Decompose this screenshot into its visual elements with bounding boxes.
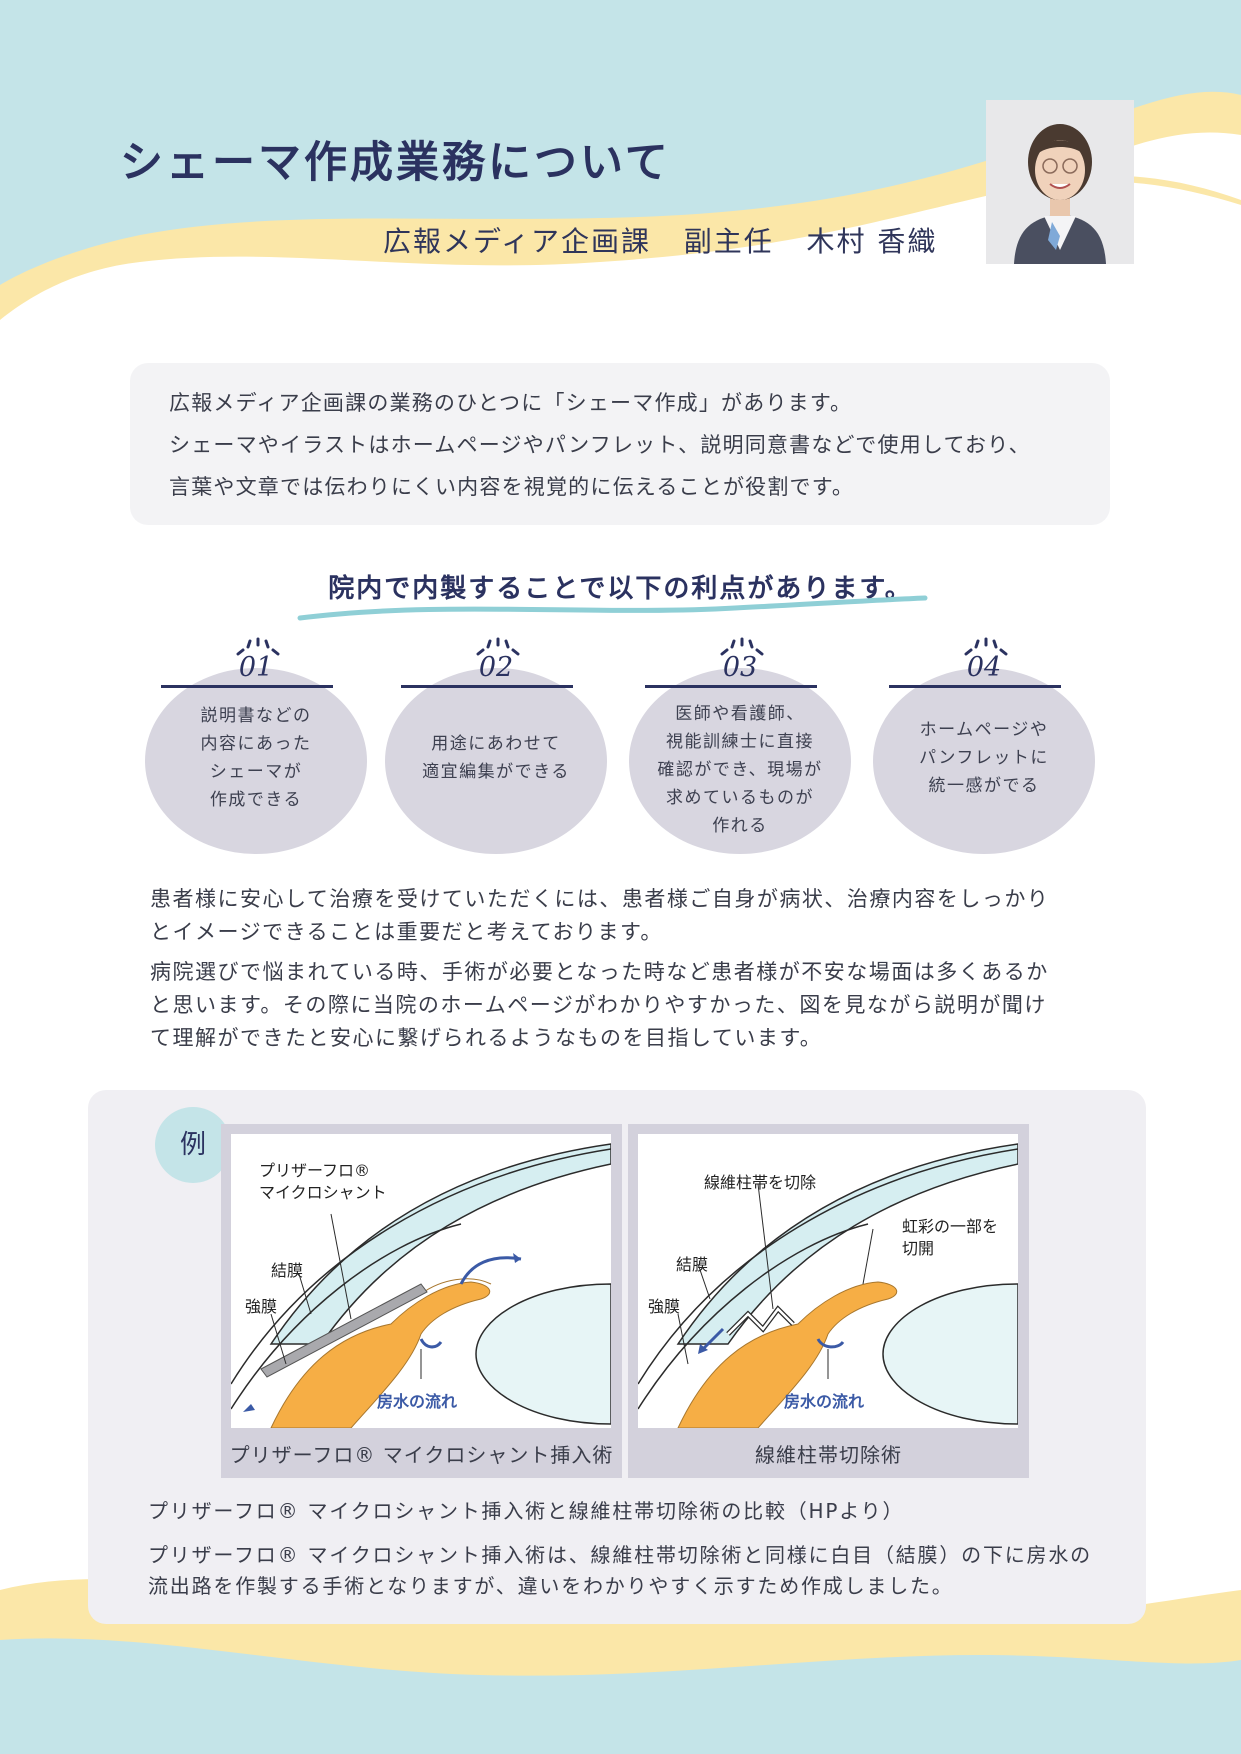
label-conjunctiva: 結膜 — [271, 1261, 304, 1280]
figure-microshunt-diagram: プリザーフロ® マイクロシャント 結膜 強膜 房水の流れ — [231, 1134, 611, 1428]
sparkle-icon — [964, 637, 1008, 656]
benefit-item-02: 02 用途にあわせて 適宜編集ができる — [385, 630, 615, 860]
body-paragraph: 病院選びで悩まれている時、手術が必要となった時など患者様が不安な場面は多くあるか… — [150, 960, 1049, 1050]
intro-line: 広報メディア企画課の業務のひとつに「シェーマ作成」があります。 — [169, 391, 853, 415]
intro-line: 言葉や文章では伝わりにくい内容を視覚的に伝えることが役割です。 — [169, 475, 855, 499]
benefit-text: ホームページや パンフレットに 統一感がでる — [919, 720, 1049, 796]
sparkle-icon — [476, 637, 520, 656]
benefit-divider — [889, 685, 1061, 688]
benefit-divider — [645, 685, 817, 688]
label-excision: 線維柱帯を切除 — [704, 1173, 817, 1192]
body-paragraph: 患者様に安心して治療を受けていただくには、患者様ご自身が病状、治療内容をしっかり… — [150, 887, 1050, 944]
author-position: 副主任 — [683, 225, 774, 258]
benefits-heading: 院内で内製することで以下の利点があります。 — [328, 574, 913, 604]
label-aqueous-flow: 房水の流れ — [784, 1392, 865, 1411]
page-title: シェーマ作成業務について — [120, 138, 671, 188]
intro-box: 広報メディア企画課の業務のひとつに「シェーマ作成」があります。 シェーマやイラス… — [130, 363, 1110, 525]
benefit-divider — [401, 685, 573, 688]
author-byline: 広報メディア企画課 副主任 木村 香織 — [383, 220, 937, 260]
figure-caption: 線維柱帯切除術 — [755, 1443, 902, 1467]
benefit-divider — [161, 685, 333, 688]
example-note: プリザーフロ® マイクロシャント挿入術は、線維柱帯切除術と同様に白目（結膜）の下… — [148, 1543, 1092, 1598]
sparkle-icon — [720, 637, 764, 656]
sparkle-icon — [236, 637, 280, 656]
benefit-text: 説明書などの 内容にあった シェーマが 作成できる — [200, 706, 312, 810]
benefit-number: 03 — [722, 652, 758, 683]
figure-microshunt: プリザーフロ® マイクロシャント 結膜 強膜 房水の流れ プリザーフロ® マイク… — [221, 1124, 622, 1478]
benefit-number: 01 — [238, 652, 274, 683]
intro-line: シェーマやイラストはホームページやパンフレット、説明同意書などで使用しており、 — [169, 433, 1031, 457]
benefit-number: 04 — [966, 652, 1002, 683]
benefit-text: 用途にあわせて 適宜編集ができる — [422, 734, 570, 782]
label-iris-incision: 虹彩の一部を 切開 — [902, 1217, 999, 1258]
label-device: プリザーフロ® マイクロシャント — [259, 1161, 387, 1202]
label-aqueous-flow: 房水の流れ — [377, 1392, 458, 1411]
benefit-item-04: 04 ホームページや パンフレットに 統一感がでる — [873, 630, 1103, 860]
example-badge: 例 — [155, 1107, 231, 1183]
benefit-circle — [873, 668, 1095, 854]
comparison-title: プリザーフロ® マイクロシャント挿入術と線維柱帯切除術の比較（HPより） — [148, 1499, 905, 1523]
benefit-circle — [385, 668, 607, 854]
author-department: 広報メディア企画課 — [383, 225, 652, 258]
benefit-text: 医師や看護師、 視能訓練士に直接 確認ができ、現場が 求めているものが 作れる — [657, 704, 823, 836]
author-name: 木村 香織 — [806, 225, 938, 258]
benefit-item-01: 01 説明書などの 内容にあった シェーマが 作成できる — [145, 630, 375, 860]
heading-underline-swoosh — [297, 595, 928, 621]
author-portrait — [986, 100, 1134, 264]
label-conjunctiva: 結膜 — [676, 1255, 709, 1274]
label-sclera: 強膜 — [245, 1297, 278, 1316]
figure-trabeculectomy: 線維柱帯を切除 虹彩の一部を 切開 結膜 強膜 房水の流れ 線維柱帯切除術 — [628, 1124, 1029, 1478]
label-sclera: 強膜 — [648, 1297, 681, 1316]
benefit-circle — [145, 668, 367, 854]
figure-trabeculectomy-diagram: 線維柱帯を切除 虹彩の一部を 切開 結膜 強膜 房水の流れ — [638, 1134, 1018, 1428]
figure-caption: プリザーフロ® マイクロシャント挿入術 — [229, 1443, 614, 1467]
benefit-item-03: 03 医師や看護師、 視能訓練士に直接 確認ができ、現場が 求めているものが 作… — [629, 630, 859, 860]
benefit-number: 02 — [478, 652, 514, 683]
benefit-circle — [629, 668, 851, 854]
